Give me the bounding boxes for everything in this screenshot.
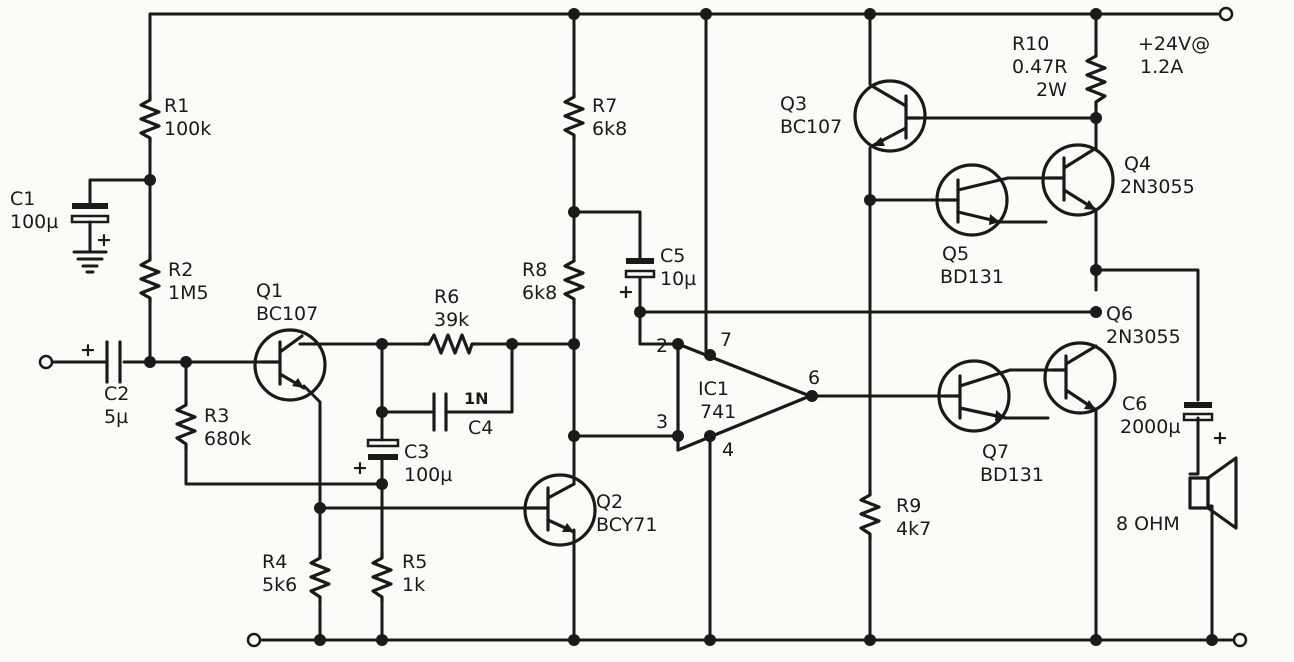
c3-ref: C3	[404, 441, 429, 463]
resistor-r6	[422, 333, 478, 355]
terminals	[38, 6, 1248, 648]
r6-ref: R6	[434, 286, 459, 308]
resistor-r7	[563, 90, 585, 142]
q6-part: 2N3055	[1106, 326, 1181, 348]
capacitor-c5: +	[618, 258, 656, 303]
c2-ref: C2	[104, 383, 129, 405]
c2-polarity: +	[80, 339, 96, 361]
c4-value: 1N	[464, 389, 489, 408]
labels: +24V@ 1.2A R1 100k C1 100µ R2 1M5 C2 5µ …	[10, 33, 1210, 596]
c2-value: 5µ	[104, 406, 128, 428]
r3-value: 680k	[204, 428, 251, 450]
speaker-icon	[1188, 456, 1238, 530]
ground-symbol	[72, 250, 108, 274]
r3-ref: R3	[204, 405, 229, 427]
q1-ref: Q1	[256, 280, 283, 302]
ground-terminal-right	[1232, 632, 1248, 648]
capacitor-c3: +	[352, 438, 400, 479]
c5-value: 10µ	[660, 268, 696, 290]
capacitor-c1: +	[70, 203, 112, 251]
c1-value: 100µ	[10, 211, 58, 233]
resistor-r3	[175, 398, 197, 452]
r8-ref: R8	[522, 259, 547, 281]
transistor-q1	[253, 328, 327, 402]
speaker-label: 8 OHM	[1116, 513, 1180, 535]
transistor-q2	[523, 473, 597, 547]
r1-ref: R1	[164, 95, 189, 117]
q1-part: BC107	[256, 303, 318, 325]
resistor-r8	[563, 254, 585, 306]
q3-ref: Q3	[780, 93, 807, 115]
capacitor-c2: +	[80, 339, 122, 384]
q2-part: BCY71	[596, 514, 657, 536]
ic1-pin-6: 6	[808, 367, 820, 389]
c6-value: 2000µ	[1120, 416, 1180, 438]
resistor-r9	[859, 488, 881, 542]
q2-ref: Q2	[596, 491, 623, 513]
resistor-r1	[139, 93, 161, 144]
r7-ref: R7	[592, 95, 617, 117]
r10-power: 2W	[1036, 79, 1067, 101]
r5-value: 1k	[402, 574, 425, 596]
ic1-pin-2: 2	[656, 335, 668, 357]
c6-polarity: +	[1212, 427, 1228, 449]
r9-ref: R9	[896, 495, 921, 517]
q3-part: BC107	[780, 116, 842, 138]
resistor-r4	[309, 551, 331, 604]
c1-polarity: +	[96, 229, 112, 251]
junctions	[144, 8, 1218, 646]
r2-value: 1M5	[168, 282, 209, 304]
ic1-pin-3: 3	[656, 411, 668, 433]
r10-value: 0.47R	[1012, 56, 1068, 78]
supply-voltage-label: +24V@	[1138, 33, 1210, 55]
q7-part: BD131	[980, 464, 1044, 486]
r10-ref: R10	[1012, 33, 1049, 55]
r6-value: 39k	[434, 309, 469, 331]
ic1-pin-7: 7	[720, 329, 732, 351]
r7-value: 6k8	[592, 118, 627, 140]
wiring	[50, 12, 1234, 642]
ic1-pin-4: 4	[722, 439, 734, 461]
capacitor-c4	[432, 392, 464, 432]
c6-ref: C6	[1122, 393, 1147, 415]
transistor-q7	[937, 359, 1012, 433]
c3-polarity: +	[352, 457, 368, 479]
input-terminal	[38, 354, 54, 370]
q6-ref: Q6	[1106, 303, 1133, 325]
c5-polarity: +	[618, 281, 634, 303]
r4-value: 5k6	[262, 574, 297, 596]
r5-ref: R5	[402, 551, 427, 573]
r2-ref: R2	[168, 259, 193, 281]
q5-ref: Q5	[942, 243, 969, 265]
q4-part: 2N3055	[1120, 176, 1195, 198]
resistor-r10	[1085, 48, 1107, 110]
r4-ref: R4	[262, 551, 287, 573]
supply-terminal	[1218, 6, 1234, 22]
c1-ref: C1	[10, 188, 35, 210]
c5-ref: C5	[660, 245, 685, 267]
transistor-q5	[935, 163, 1010, 237]
resistor-r2	[139, 253, 161, 304]
r1-value: 100k	[164, 118, 211, 140]
q7-ref: Q7	[982, 441, 1009, 463]
c4-ref: C4	[468, 417, 493, 439]
c3-value: 100µ	[404, 464, 452, 486]
q5-part: BD131	[940, 266, 1004, 288]
r8-value: 6k8	[522, 282, 557, 304]
transistor-q3	[853, 79, 927, 153]
transistor-q4	[1041, 143, 1115, 217]
supply-current-label: 1.2A	[1140, 56, 1183, 78]
capacitor-c6: +	[1182, 402, 1228, 449]
resistor-r5	[371, 551, 393, 604]
transistor-q6	[1043, 341, 1117, 415]
r9-value: 4k7	[896, 518, 931, 540]
opamp-ic1	[676, 342, 812, 452]
q4-ref: Q4	[1124, 153, 1151, 175]
ic1-ref: IC1	[698, 378, 729, 400]
ground-terminal-left	[246, 632, 262, 648]
ic1-part: 741	[700, 401, 736, 423]
